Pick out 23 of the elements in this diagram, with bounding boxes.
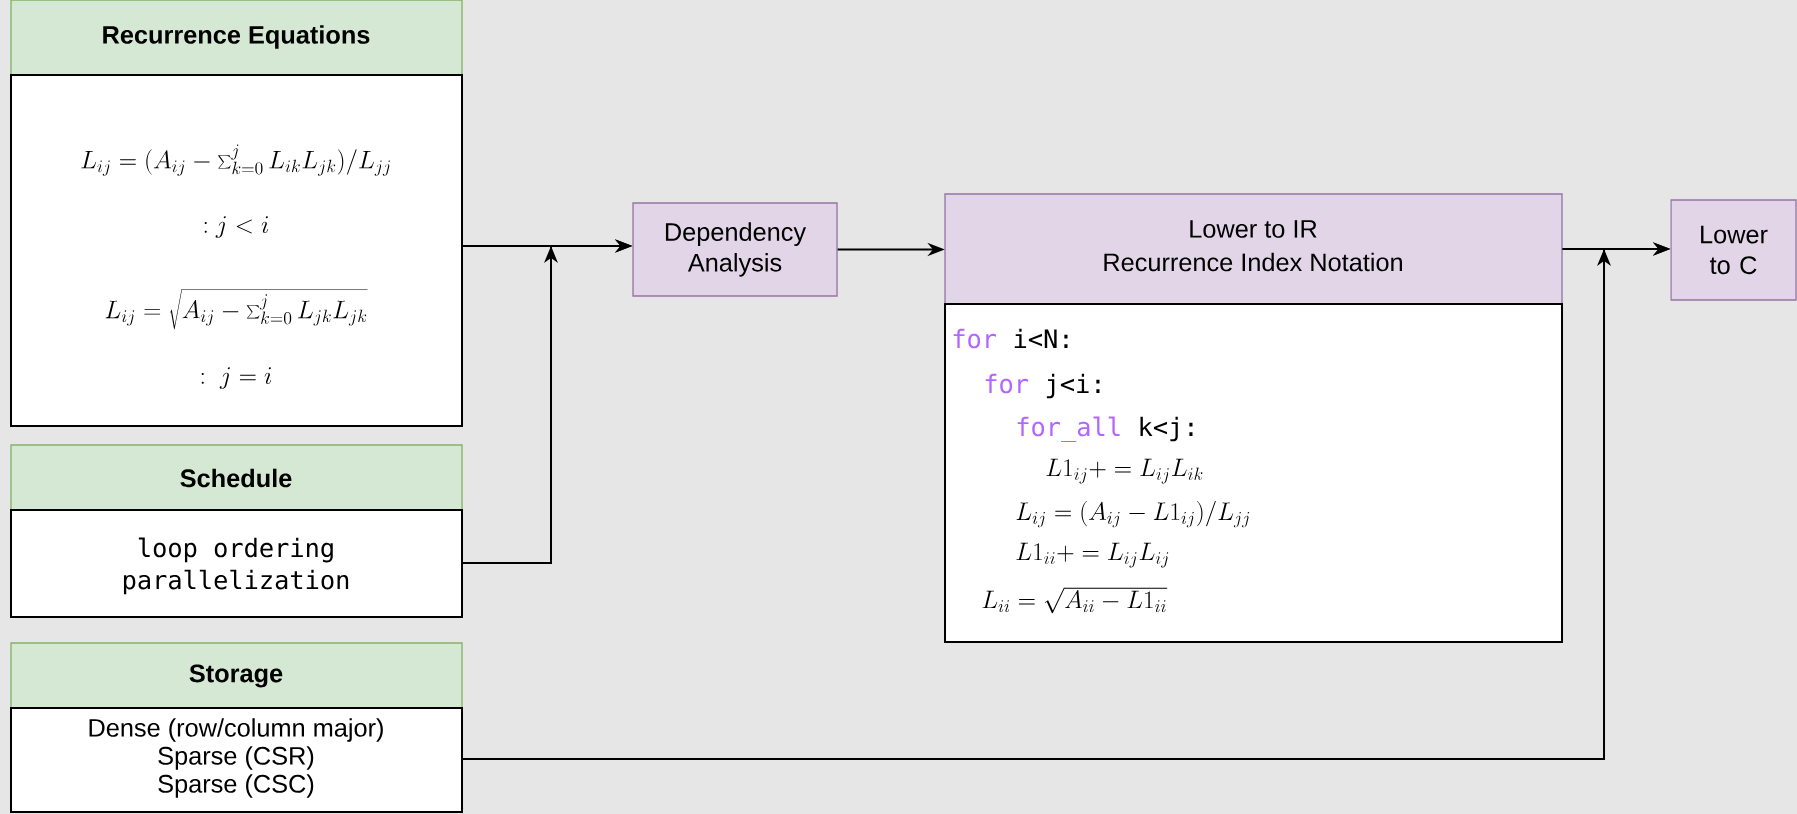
heading: Recurrence Index Notation: [1104, 252, 1402, 272]
heading: Storage: [189, 664, 283, 688]
heading: Schedule: [180, 468, 292, 488]
heading: Lower to IR: [1190, 220, 1317, 238]
equation: $L1_{ij} += L_{ij}L_{ik}$: [1046, 458, 1203, 484]
process-box: Dependency Analysis: [632, 202, 838, 297]
equation: $L_{ij} = (A_{ij} - L1_{ij})/L_{jj}$: [1016, 500, 1250, 528]
equation: $:j < i$: [204, 216, 269, 238]
code-line: for_all k<j:: [1017, 416, 1193, 442]
equation: $L_{ij} = \sqrt{A_{ij} - \sum_{k=0}^{j} L_{jk}L_{jk}}$: [105, 289, 368, 330]
process-box: Lower to C: [1670, 199, 1797, 301]
equation: $L1_{ii} += L_{ij}L_{ij}$: [1016, 542, 1169, 568]
list-item: Sparse (CSR): [158, 746, 314, 770]
heading: Recurrence Equations: [103, 25, 370, 49]
code-text: parallelization: [123, 569, 349, 595]
code-text: loop ordering: [138, 537, 333, 563]
equation: $:\ j = i$: [201, 367, 272, 389]
list-item: Sparse (CSC): [158, 774, 314, 798]
list-item: Dense (row/column major): [89, 718, 383, 742]
code-line: for i<N:: [953, 328, 1068, 349]
equation: $L_{ii} = \sqrt{A_{ii} - L1_{ii}}$: [982, 587, 1168, 614]
equation: $L_{ij} = (A_{ij} - \sum_{k=0}^{j} L_{ik}L_{jk})/L_{jj}$: [81, 144, 390, 176]
code-line: for j<i:: [985, 373, 1100, 399]
